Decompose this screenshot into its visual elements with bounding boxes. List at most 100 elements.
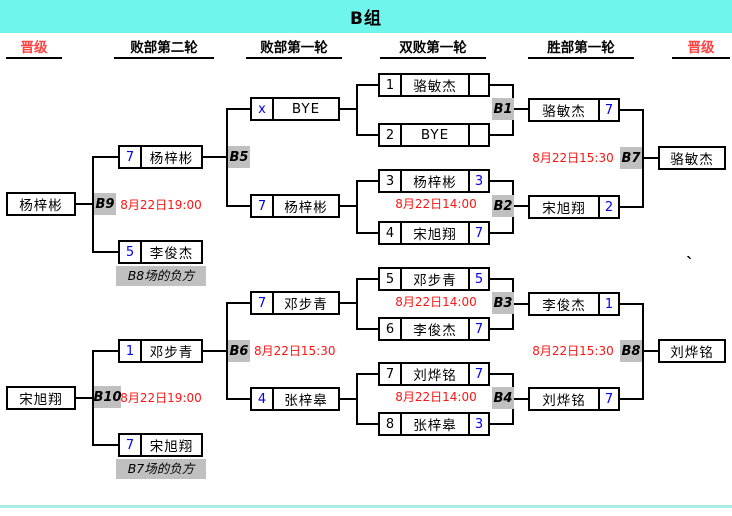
group-title: B组 <box>350 9 382 29</box>
match-time-b7: 8月22日15:30 <box>532 151 614 165</box>
player-box: 李俊杰 1 <box>528 292 620 316</box>
player-box: 1 骆敏杰 <box>378 73 490 97</box>
connector-line <box>356 180 358 234</box>
score-cell: 7 <box>598 389 618 409</box>
score-cell: 5 <box>468 269 488 289</box>
score-cell: 1 <box>598 294 618 314</box>
player-box: 3 杨梓彬 3 <box>378 169 490 193</box>
player-name: 邓步青 <box>400 269 468 289</box>
player-name: 刘烨铭 <box>542 393 586 409</box>
player-name: 邓步青 <box>272 293 338 313</box>
connector-line <box>94 251 118 253</box>
connector-line <box>512 205 530 207</box>
player-name: 李俊杰 <box>140 242 201 262</box>
player-name: 骆敏杰 <box>400 75 468 95</box>
match-label-b5: B5 <box>228 146 250 168</box>
connector-line <box>94 156 118 158</box>
connector-line <box>620 303 644 305</box>
match-time-b9: 8月22日19:00 <box>120 198 202 212</box>
player-box: 7 宋旭翔 <box>118 433 203 457</box>
connector-line <box>620 206 644 208</box>
seed-cell: 8 <box>385 416 395 432</box>
player-name: 张梓皋 <box>272 389 338 409</box>
player-box: 7 杨梓彬 <box>250 194 340 218</box>
player-name: 李俊杰 <box>400 319 468 339</box>
score-cell: 5 <box>125 244 135 260</box>
column-header-winners-round1: 胜部第一轮 <box>528 40 634 59</box>
score-cell: 7 <box>125 437 135 453</box>
match-label-b6: B6 <box>228 340 250 362</box>
match-label-b10: B10 <box>94 386 122 408</box>
connector-line <box>512 303 530 305</box>
score-cell: 3 <box>468 171 488 191</box>
player-box: 7 杨梓彬 <box>118 145 203 169</box>
connector-line <box>356 278 380 280</box>
player-box: 骆敏杰 7 <box>528 98 620 122</box>
connector-line <box>202 156 228 158</box>
player-name: 邓步青 <box>140 341 201 361</box>
match-label-b1: B1 <box>492 98 514 120</box>
score-cell: 7 <box>468 223 488 243</box>
player-box: 宋旭翔 2 <box>528 195 620 219</box>
score-cell: 7 <box>468 364 488 384</box>
connector-line <box>488 373 514 375</box>
connector-line <box>340 398 358 400</box>
connector-line <box>488 134 514 136</box>
connector-line <box>642 157 660 159</box>
connector-line <box>226 302 252 304</box>
score-cell: x <box>258 101 266 117</box>
score-cell: 7 <box>125 149 135 165</box>
match-time-b4: 8月22日14:00 <box>395 390 477 404</box>
connector-line <box>340 108 358 110</box>
group-title-banner: B组 <box>0 0 732 33</box>
score-cell: 7 <box>257 295 267 311</box>
player-name: 宋旭翔 <box>400 223 468 243</box>
match-time-b3: 8月22日14:00 <box>395 295 477 309</box>
connector-line <box>488 180 514 182</box>
advance-box: 宋旭翔 <box>6 386 76 410</box>
advance-box: 刘烨铭 <box>658 339 726 363</box>
player-box: 7 刘烨铭 7 <box>378 362 490 386</box>
player-name: 刘烨铭 <box>670 345 714 361</box>
loser-source-note-b10: B7场的负方 <box>116 459 206 479</box>
player-box: 5 李俊杰 <box>118 240 203 264</box>
player-box: 6 李俊杰 7 <box>378 317 490 341</box>
match-time-b8: 8月22日15:30 <box>532 344 614 358</box>
connector-line <box>340 205 358 207</box>
score-cell: 4 <box>257 391 267 407</box>
stray-mark: ` <box>686 254 694 273</box>
player-box: x BYE <box>250 97 340 121</box>
connector-line <box>620 398 644 400</box>
column-header-advance-right: 晋级 <box>672 40 730 59</box>
player-name: 杨梓彬 <box>19 198 63 214</box>
connector-line <box>488 232 514 234</box>
player-name: BYE <box>400 125 468 145</box>
player-box: 4 宋旭翔 7 <box>378 221 490 245</box>
seed-cell: 3 <box>385 173 395 189</box>
player-name: 宋旭翔 <box>140 435 201 455</box>
connector-line <box>356 134 380 136</box>
player-name: 李俊杰 <box>542 298 586 314</box>
player-name: 骆敏杰 <box>542 104 586 120</box>
match-label-b9: B9 <box>94 193 116 215</box>
score-cell: 2 <box>598 197 618 217</box>
connector-line <box>356 84 358 136</box>
match-label-b3: B3 <box>492 292 514 314</box>
match-label-b4: B4 <box>492 387 514 409</box>
connector-line <box>226 108 252 110</box>
match-time-b6: 8月22日15:30 <box>254 344 336 358</box>
score-cell <box>468 125 488 145</box>
connector-line <box>356 278 358 330</box>
player-name: 宋旭翔 <box>19 392 63 408</box>
player-name: 刘烨铭 <box>400 364 468 384</box>
footer-strip <box>0 505 732 508</box>
player-name: 宋旭翔 <box>542 201 586 217</box>
connector-line <box>488 328 514 330</box>
advance-box: 杨梓彬 <box>6 192 76 216</box>
match-time-b2: 8月22日14:00 <box>395 197 477 211</box>
seed-cell: 7 <box>385 366 395 382</box>
column-header-advance-left: 晋级 <box>6 40 62 59</box>
loser-source-note-b9: B8场的负方 <box>116 266 206 286</box>
seed-cell: 2 <box>385 127 395 143</box>
connector-line <box>74 203 94 205</box>
